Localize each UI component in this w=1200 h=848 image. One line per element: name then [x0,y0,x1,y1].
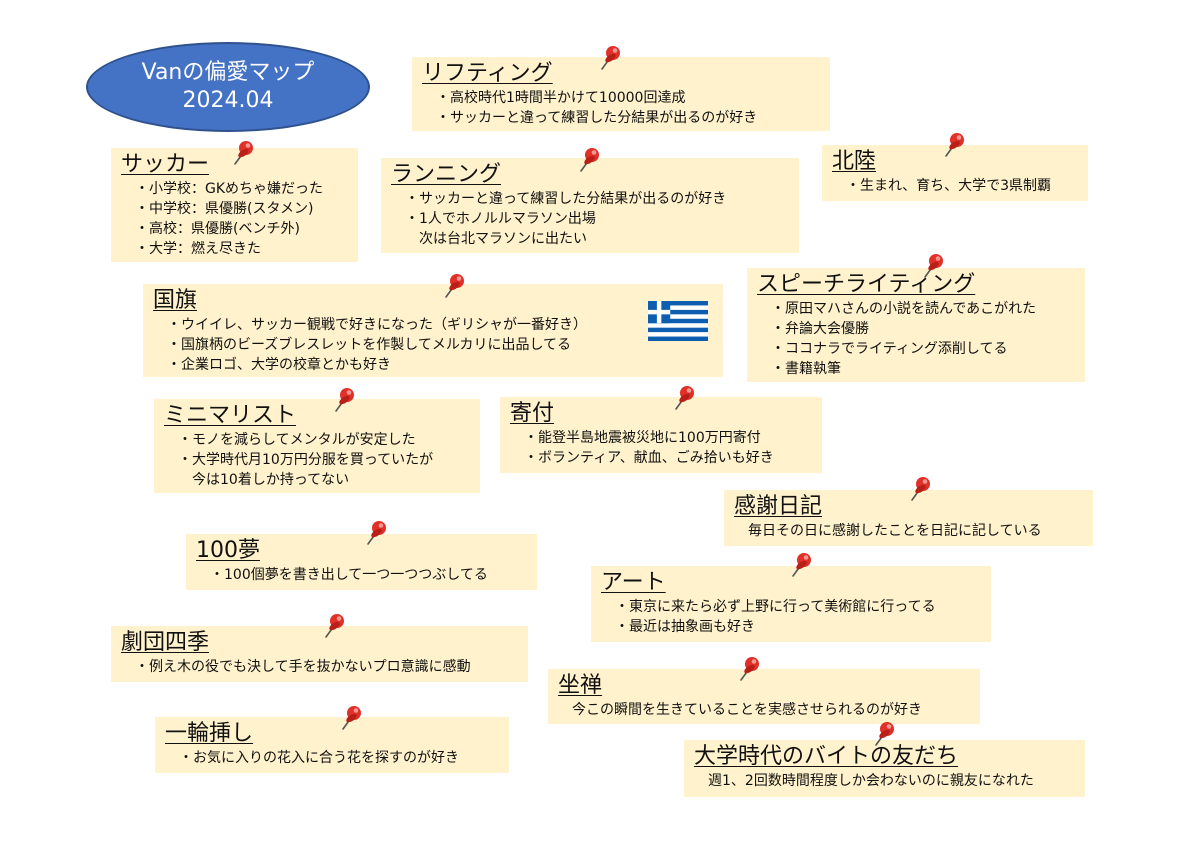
card-flags: 国旗 ・ウイイレ、サッカー観戦で好きになった（ギリシャが一番好き） ・国旗柄のビ… [143,284,723,377]
card-line: ・大学時代月10万円分服を買っていたが [164,452,434,468]
card-ikebana: 一輪挿し ・お気に入りの花入に合う花を探すのが好き [155,717,509,773]
card-soccer: サッカー ・小学校：GKめちゃ嫌だった ・中学校：県優勝(スタメン) ・高校：県… [111,148,358,262]
card-line: ・ココナラでライティング添削してる [757,341,1008,357]
card-line: ・国旗柄のビーズブレスレットを作製してメルカリに出品してる [153,337,572,353]
card-line: ・東京に来たら必ず上野に行って美術館に行ってる [601,599,936,615]
card-title: 大学時代のバイトの友だち [694,744,959,769]
pushpin-icon [601,46,620,70]
card-title: 国旗 [153,288,198,313]
greece-flag-icon [648,301,708,341]
card-dreams: 100夢 ・100個夢を書き出して一つ一つつぶしてる [186,534,537,590]
card-line: ・書籍執筆 [757,361,841,377]
card-line: ・ボランティア、献血、ごみ拾いも好き [510,450,774,466]
card-title: 一輪挿し [165,721,254,746]
card-line: ・高校時代1時間半かけて10000回達成 [422,90,686,106]
map-title-name: Vanの偏愛マップ [141,60,315,85]
card-line: 週1、2回数時間程度しか会わないのに親友になれた [694,773,1034,789]
card-shiki: 劇団四季 ・例え木の役でも決して手を抜かないプロ意識に感動 [111,626,528,682]
card-title: サッカー [121,152,210,177]
card-line: ・100個夢を書き出して一つ一つつぶしてる [196,567,488,583]
card-line: 次は台北マラソンに出たい [391,231,587,247]
pushpin-icon [875,722,894,746]
card-line: ・お気に入りの花入に合う花を探すのが好き [165,750,459,766]
pushpin-icon [335,388,354,412]
card-line: ・最近は抽象画も好き [601,619,755,635]
card-line: ・能登半島地震被災地に100万円寄付 [510,430,761,446]
card-zazen: 坐禅 今この瞬間を生きていることを実感させられるのが好き [548,669,980,724]
card-title: 100夢 [196,538,260,563]
card-donation: 寄付 ・能登半島地震被災地に100万円寄付 ・ボランティア、献血、ごみ拾いも好き [500,397,822,473]
card-title: ミニマリスト [164,403,297,428]
card-friends: 大学時代のバイトの友だち 週1、2回数時間程度しか会わないのに親友になれた [684,740,1085,797]
card-line: ・企業ロゴ、大学の校章とかも好き [153,357,391,373]
pushpin-icon [234,141,253,165]
pushpin-icon [924,254,943,278]
card-minimalist: ミニマリスト ・モノを減らしてメンタルが安定した ・大学時代月10万円分服を買っ… [154,399,480,493]
card-title: リフティング [422,61,553,86]
pushpin-icon [325,614,344,638]
map-title: Vanの偏愛マップ 2024.04 [86,42,370,132]
card-speechwriting: スピーチライティング ・原田マハさんの小説を読んであこがれた ・弁論大会優勝 ・… [747,268,1085,382]
card-line: ・例え木の役でも決して手を抜かないプロ意識に感動 [121,659,471,675]
card-line: ・サッカーと違って練習した分結果が出るのが好き [422,110,758,126]
pushpin-icon [342,706,361,730]
card-line: ・ウイイレ、サッカー観戦で好きになった（ギリシャが一番好き） [153,317,587,333]
pushpin-icon [580,148,599,172]
pushpin-icon [911,477,930,501]
card-running: ランニング ・サッカーと違って練習した分結果が出るのが好き ・1人でホノルルマラ… [381,158,799,253]
pushpin-icon [445,274,464,298]
card-title: ランニング [391,162,502,187]
pushpin-icon [740,657,759,681]
pushpin-icon [945,133,964,157]
card-line: ・小学校：GKめちゃ嫌だった [121,181,324,197]
pushpin-icon [675,386,694,410]
card-title: アート [601,570,666,595]
card-title: 劇団四季 [121,630,210,655]
card-title: 北陸 [832,149,877,174]
card-line: ・大学：燃え尽きた [121,241,261,257]
card-title: スピーチライティング [757,272,976,297]
card-line: 今は10着しか持ってない [164,472,350,488]
card-line: ・モノを減らしてメンタルが安定した [164,432,416,448]
card-line: ・中学校：県優勝(スタメン) [121,201,314,217]
card-line: 今この瞬間を生きていることを実感させられるのが好き [558,702,922,718]
card-hokuriku: 北陸 ・生まれ、育ち、大学で3県制覇 [822,145,1088,201]
pushpin-icon [792,553,811,577]
card-line: ・高校：県優勝(ベンチ外) [121,221,300,237]
card-art: アート ・東京に来たら必ず上野に行って美術館に行ってる ・最近は抽象画も好き [591,566,991,642]
card-line: 毎日その日に感謝したことを日記に記している [734,523,1042,539]
card-title: 感謝日記 [734,494,823,519]
card-line: ・1人でホノルルマラソン出場 [391,211,596,227]
card-title: 坐禅 [558,673,603,698]
card-line: ・原田マハさんの小説を読んであこがれた [757,301,1037,317]
card-line: ・生まれ、育ち、大学で3県制覇 [832,178,1052,194]
card-gratitude: 感謝日記 毎日その日に感謝したことを日記に記している [724,490,1093,546]
card-lifting: リフティング ・高校時代1時間半かけて10000回達成 ・サッカーと違って練習し… [412,57,830,131]
pushpin-icon [367,521,386,545]
card-line: ・サッカーと違って練習した分結果が出るのが好き [391,191,727,207]
map-title-date: 2024.04 [182,88,274,113]
card-title: 寄付 [510,401,555,426]
card-line: ・弁論大会優勝 [757,321,869,337]
